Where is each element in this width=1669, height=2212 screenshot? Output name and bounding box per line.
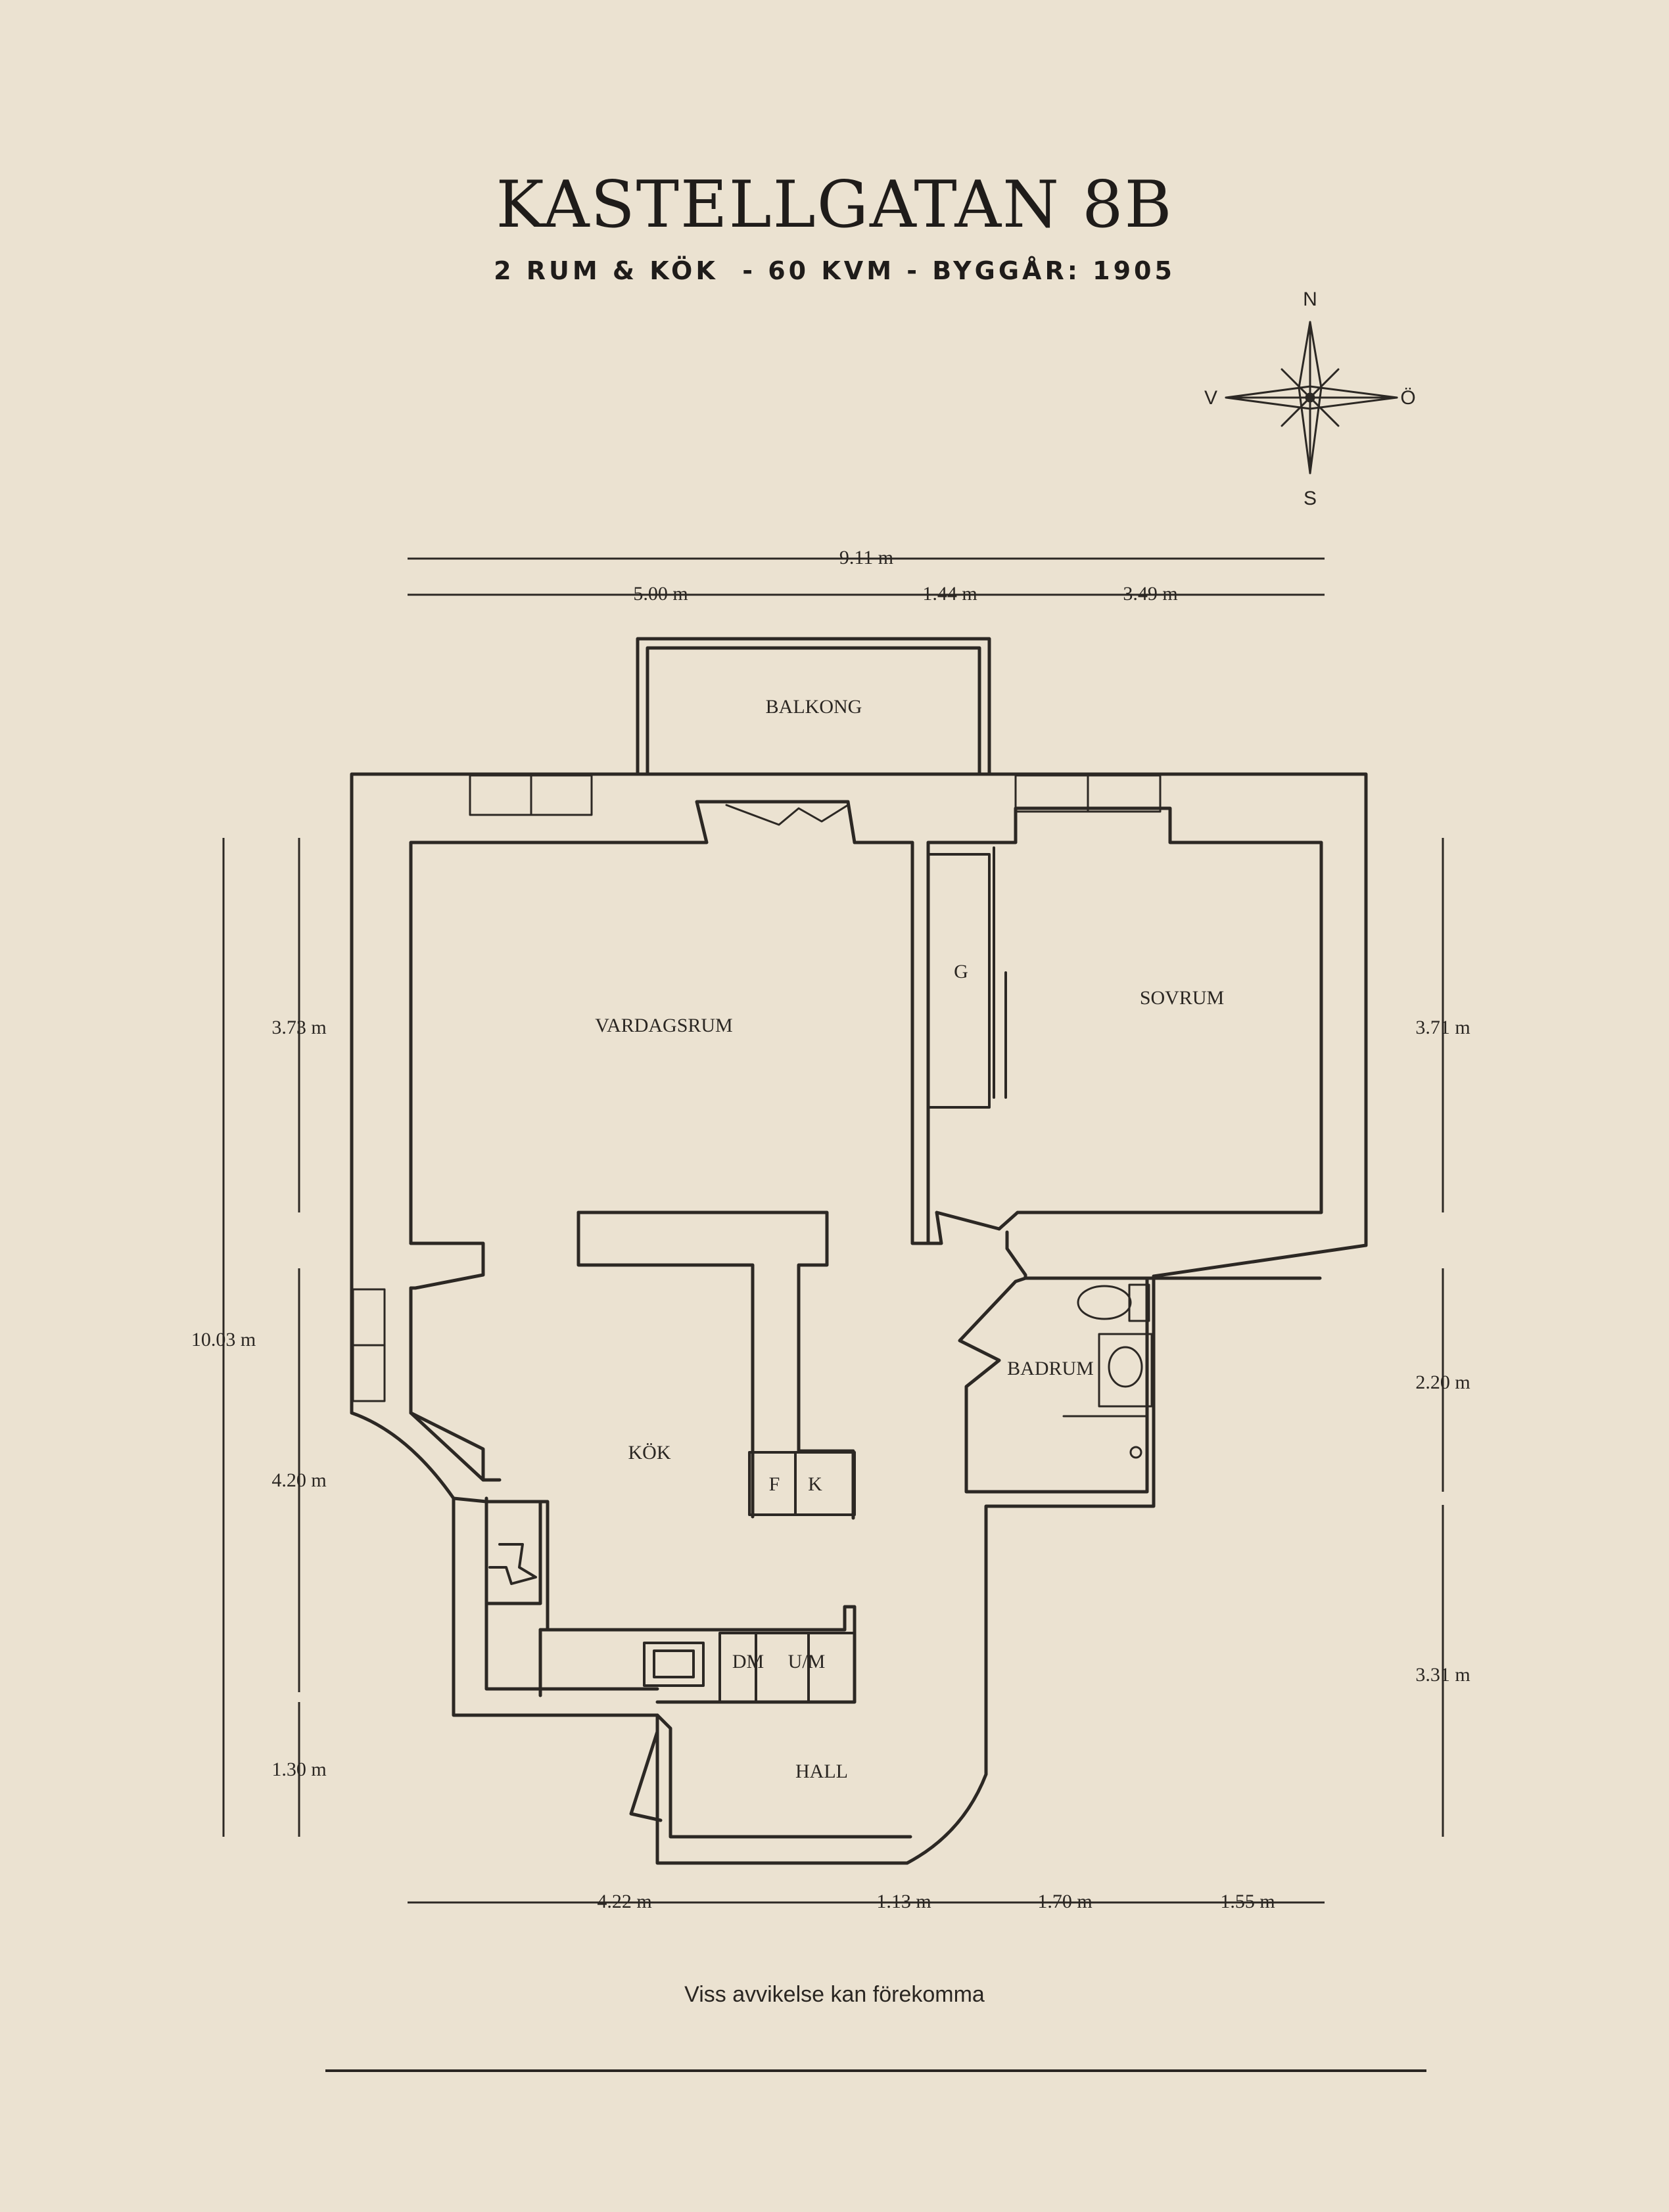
windows — [352, 774, 1162, 1402]
compass-west-label: V — [1204, 387, 1217, 409]
page-title: KASTELLGATAN 8B — [496, 168, 1173, 242]
appliance-label-dishwasher: DM — [732, 1651, 764, 1672]
room-label-bathroom: BADRUM — [1007, 1358, 1094, 1379]
dim-right-middle: 2.20 m — [1415, 1371, 1470, 1393]
appliance-label-fridge: F — [769, 1473, 780, 1495]
balcony-outline — [636, 637, 991, 776]
outer-wall — [350, 772, 1368, 1865]
appliance-label-oven: U/M — [788, 1651, 826, 1672]
dim-left-total: 10.03 m — [191, 1329, 256, 1350]
dim-left-middle: 4.20 m — [271, 1469, 326, 1491]
bathroom-fixtures — [1062, 1283, 1153, 1459]
appliance-label-freezer: K — [808, 1473, 822, 1495]
room-label-closet: G — [954, 961, 968, 982]
dim-left-lower: 1.30 m — [271, 1759, 326, 1780]
dim-left-upper: 3.73 m — [271, 1017, 326, 1038]
room-label-kitchen: KÖK — [628, 1442, 671, 1463]
dim-bottom-2: 1.13 m — [876, 1891, 931, 1912]
dim-bottom-1: 4.22 m — [597, 1891, 651, 1912]
dim-right-lower: 3.31 m — [1415, 1664, 1470, 1686]
dim-right-upper: 3.71 m — [1415, 1017, 1470, 1038]
dim-top-left: 5.00 m — [633, 583, 688, 605]
compass-east-label: Ö — [1400, 387, 1415, 409]
room-label-hall: HALL — [795, 1761, 848, 1782]
room-label-balcony: BALKONG — [766, 696, 862, 718]
compass-rose-icon — [1225, 321, 1398, 474]
bottom-rule — [325, 2069, 1426, 2072]
room-label-bedroom: SOVRUM — [1140, 987, 1224, 1009]
page-subtitle: 2 RUM & KÖK - 60 KVM - BYGGÅR: 1905 — [494, 256, 1175, 285]
kitchen-fixtures — [488, 1451, 856, 1703]
disclaimer: Viss avvikelse kan förekomma — [684, 1982, 985, 2007]
compass-south-label: S — [1304, 488, 1317, 509]
dim-top-total: 9.11 m — [839, 547, 893, 568]
dim-bottom-3: 1.70 m — [1037, 1891, 1092, 1912]
room-label-living-room: VARDAGSRUM — [595, 1015, 733, 1036]
compass-north-label: N — [1303, 288, 1317, 310]
dim-top-mid: 1.44 m — [922, 583, 977, 605]
dim-bottom-4: 1.55 m — [1220, 1891, 1275, 1912]
closet-g — [927, 846, 1007, 1109]
dim-top-right: 3.49 m — [1123, 583, 1177, 605]
inner-walls — [409, 800, 1323, 1839]
